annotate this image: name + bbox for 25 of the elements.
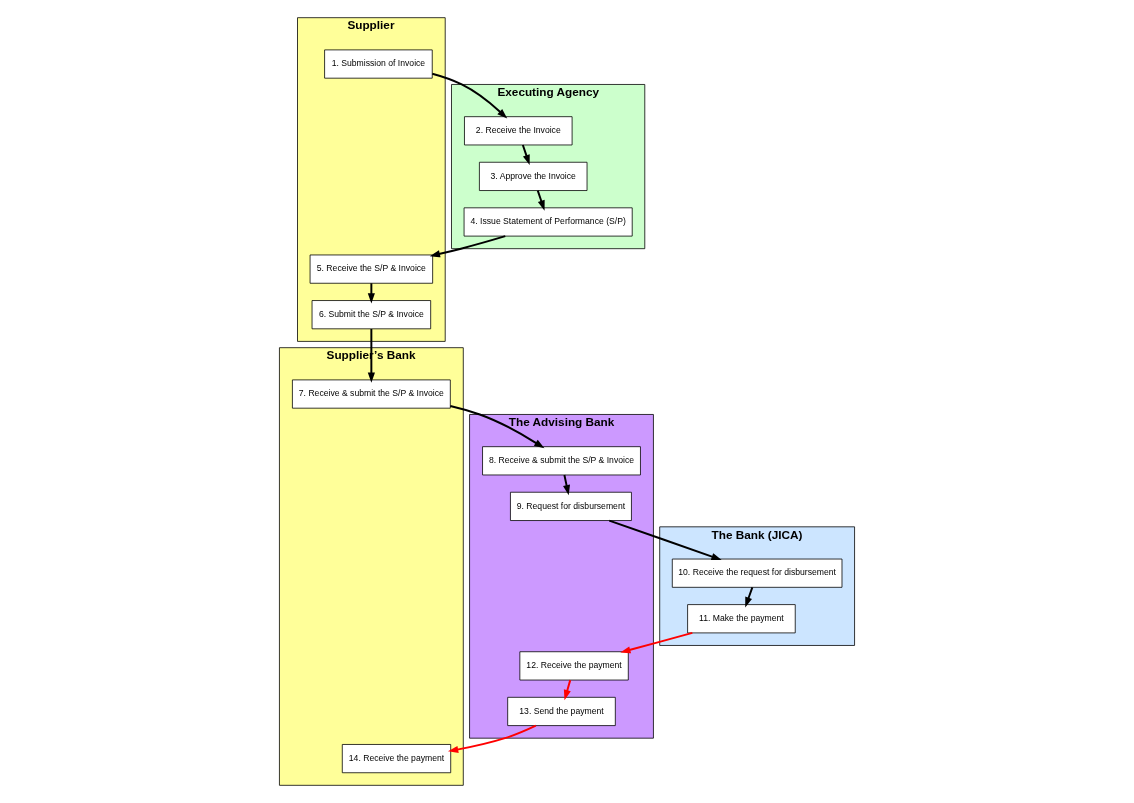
- arrow: [536, 189, 545, 211]
- node-box: 11. Make the payment: [687, 604, 796, 634]
- arrow: [429, 235, 507, 258]
- arrow: [367, 282, 375, 304]
- arrow: [563, 679, 572, 701]
- node-box: 9. Request for disbursement: [510, 491, 632, 521]
- arrow: [448, 724, 537, 753]
- arrow: [745, 586, 754, 608]
- node-box: 4. Issue Statement of Performance (S/P): [463, 207, 633, 237]
- arrow: [620, 631, 694, 654]
- node-box: 10. Receive the request for disbursement: [671, 558, 843, 588]
- arrow: [563, 474, 571, 496]
- node-box: 14. Receive the payment: [341, 744, 452, 774]
- node-box: 3. Approve the Invoice: [479, 161, 588, 191]
- node-box: 7. Receive & submit the S/P & Invoice: [292, 379, 451, 409]
- node-box: 6. Submit the S/P & Invoice: [311, 300, 432, 330]
- node-box: 12. Receive the payment: [519, 651, 629, 681]
- node-box: 8. Receive & submit the S/P & Invoice: [482, 446, 641, 476]
- node-box: 13. Send the payment: [507, 696, 616, 726]
- arrow: [608, 519, 722, 560]
- arrow: [367, 328, 375, 383]
- node-box: 2. Receive the Invoice: [464, 116, 573, 146]
- node-box: 1. Submission of Invoice: [324, 49, 433, 79]
- node-box: 5. Receive the S/P & Invoice: [309, 254, 434, 284]
- arrow: [521, 144, 530, 166]
